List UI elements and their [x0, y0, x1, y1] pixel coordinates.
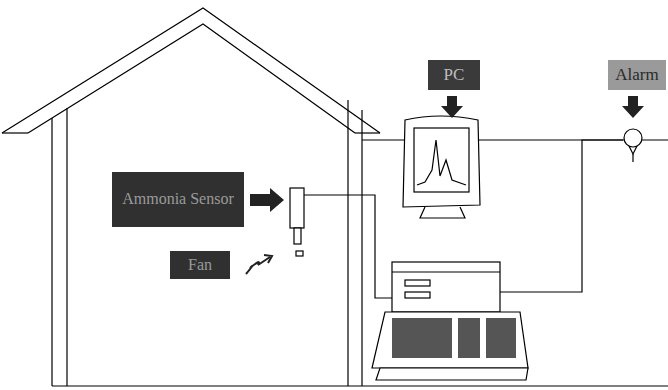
- wall-line: [347, 100, 348, 386]
- airflow-arrow: [246, 257, 270, 274]
- roof-eave: [2, 132, 28, 133]
- system-unit-detail: [392, 271, 500, 272]
- keyboard-edge: [376, 368, 528, 380]
- label-text: Alarm: [615, 65, 658, 85]
- airflow-arrow-head: [264, 255, 272, 263]
- wall-line: [361, 110, 362, 386]
- drive-slot: [405, 292, 430, 298]
- drive-slot: [405, 280, 430, 286]
- label-box: Ammonia Sensor: [112, 172, 244, 227]
- alarm-lamp: [624, 129, 642, 147]
- key-block: [392, 318, 452, 358]
- monitor-body: [403, 116, 480, 207]
- sensor-probe: [294, 228, 301, 244]
- label-box: Alarm: [608, 60, 666, 90]
- label-box: PC: [428, 60, 480, 90]
- label-text: Fan: [188, 256, 212, 274]
- label-text: PC: [444, 65, 465, 85]
- roof-eave: [355, 132, 380, 133]
- sensor-device: [290, 188, 304, 228]
- key-block: [486, 318, 516, 358]
- wall-line: [66, 108, 67, 386]
- monitor-screen: [414, 128, 469, 192]
- pointer-arrow: [441, 96, 463, 118]
- signal-wire: [304, 195, 392, 298]
- pointer-arrow: [622, 96, 644, 118]
- keyboard: [372, 312, 528, 368]
- lamp-base: [629, 146, 637, 154]
- key-block: [458, 318, 480, 358]
- monitor-stand: [420, 207, 465, 218]
- fan-opening: [296, 251, 303, 256]
- alarm-wire: [500, 140, 623, 292]
- lamp-stem: [632, 154, 633, 162]
- roof-inner: [28, 24, 355, 133]
- label-text: Ammonia Sensor: [122, 190, 234, 208]
- wall-line: [51, 118, 52, 386]
- label-box: Fan: [170, 251, 230, 279]
- floor-line: [52, 385, 668, 386]
- screen-graph: [417, 140, 466, 185]
- roof-outer: [2, 8, 380, 133]
- keyboard-keys: [392, 318, 516, 358]
- system-unit: [392, 262, 500, 312]
- pointer-arrow: [250, 188, 284, 212]
